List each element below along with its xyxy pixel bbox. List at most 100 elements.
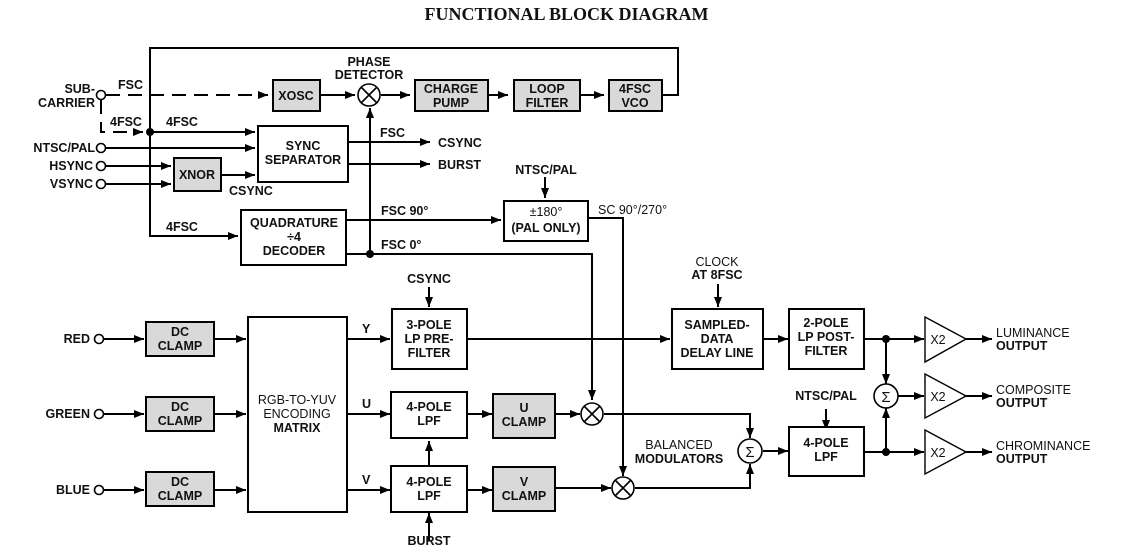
prefilter-label-2: LP PRE- [404, 332, 453, 346]
label-v: V [362, 473, 371, 487]
pin-subcarrier [95, 89, 107, 101]
label-hsync: HSYNC [49, 159, 93, 173]
label-subcarrier-2: CARRIER [38, 96, 95, 110]
matrix-label-3: MATRIX [274, 421, 322, 435]
luminance-output-label-1: LUMINANCE [996, 326, 1070, 340]
charge-pump-label-2: PUMP [433, 96, 469, 110]
amp-gain-label: X2 [930, 390, 945, 404]
input-pins: SUB- CARRIER NTSC/PAL HSYNC VSYNC RED GR… [33, 82, 107, 497]
label-clock-2: AT 8FSC [691, 268, 742, 282]
chrominance-output-label-2: OUTPUT [996, 452, 1048, 466]
quad-label-1: QUADRATURE [250, 216, 338, 230]
prefilter-label-1: 3-POLE [406, 318, 451, 332]
chroma-summer: Σ [737, 438, 763, 464]
composite-summer: Σ [873, 383, 899, 409]
wire-vmod-to-sum [635, 464, 754, 489]
delay-label-1: SAMPLED- [684, 318, 749, 332]
block-v-clamp: V CLAMP [492, 466, 556, 512]
output-labels: LUMINANCE OUTPUT COMPOSITE OUTPUT CHROMI… [996, 326, 1090, 466]
postfilter-label-3: FILTER [805, 344, 848, 358]
block-xnor: XNOR [173, 157, 222, 192]
label-vsync: VSYNC [50, 177, 93, 191]
label-ntsc-pal-lpf: NTSC/PAL [795, 389, 857, 403]
amplifier-icon [924, 315, 968, 364]
composite-output-label-1: COMPOSITE [996, 383, 1071, 397]
blocks: XOSC PHASE DETECTOR CHARGE PUMP LOOP FIL… [145, 55, 968, 513]
prefilter-label-3: FILTER [408, 346, 451, 360]
label-ntsc-pal: NTSC/PAL [33, 141, 95, 155]
dc-clamp-green-label-2: CLAMP [158, 414, 202, 428]
xosc-label: XOSC [278, 89, 313, 103]
block-charge-pump: CHARGE PUMP [414, 79, 489, 112]
u-lpf-label-2: LPF [417, 414, 441, 428]
delay-label-2: DATA [701, 332, 734, 346]
amp-chrominance: X2 [924, 428, 968, 476]
sum-icon: Σ [881, 389, 890, 406]
label-burst-out: BURST [438, 158, 481, 172]
pin-red [93, 333, 105, 345]
label-clock-1: CLOCK [695, 255, 739, 269]
block-delay-line: SAMPLED- DATA DELAY LINE [671, 308, 764, 370]
multiply-icon [360, 86, 378, 104]
sum-icon: Σ [745, 444, 754, 461]
pin-blue [93, 484, 105, 496]
pin-vsync [95, 178, 107, 190]
block-dc-clamp-red: DC CLAMP [145, 321, 215, 357]
sync-sep-label-2: SEPARATOR [265, 153, 341, 167]
dc-clamp-blue-label-1: DC [171, 475, 189, 489]
block-sync-separator: SYNC SEPARATOR [257, 125, 349, 183]
luminance-output-label-2: OUTPUT [996, 339, 1048, 353]
label-ntsc-pal-switch: NTSC/PAL [515, 163, 577, 177]
charge-pump-label-1: CHARGE [424, 82, 478, 96]
v-clamp-label-2: CLAMP [502, 489, 546, 503]
label-csync-out: CSYNC [438, 136, 482, 150]
block-u-clamp: U CLAMP [492, 393, 556, 439]
wire-umod-to-sum [604, 413, 754, 438]
pin-ntsc-pal [95, 142, 107, 154]
dc-clamp-green-label-1: DC [171, 400, 189, 414]
block-xosc: XOSC [272, 79, 321, 112]
wire-fsc0-to-umod [346, 253, 596, 400]
label-green: GREEN [46, 407, 90, 421]
pal-switch-label-2: (PAL ONLY) [511, 221, 580, 235]
v-modulator [611, 476, 635, 500]
vco-label-1: 4FSC [619, 82, 651, 96]
pin-green [93, 408, 105, 420]
sync-sep-label-1: SYNC [286, 139, 321, 153]
amp-composite: X2 [924, 372, 968, 420]
matrix-label-1: RGB-TO-YUV [258, 393, 337, 407]
phase-detector: PHASE DETECTOR [335, 55, 404, 107]
block-dc-clamp-blue: DC CLAMP [145, 471, 215, 507]
label-burst-in: BURST [407, 534, 450, 548]
dc-clamp-blue-label-2: CLAMP [158, 489, 202, 503]
label-fsc90: FSC 90° [381, 204, 428, 218]
v-lpf-label-2: LPF [417, 489, 441, 503]
label-4fsc-a: 4FSC [110, 115, 142, 129]
amp-gain-label: X2 [930, 446, 945, 460]
wire-vco-feedback [149, 47, 679, 240]
quad-label-3: DECODER [263, 244, 326, 258]
chroma-lpf-label-1: 4-POLE [803, 436, 848, 450]
label-fsc-pd: FSC [380, 126, 405, 140]
label-csync-prefilter: CSYNC [407, 272, 451, 286]
delay-label-3: DELAY LINE [681, 346, 754, 360]
multiply-icon [583, 405, 601, 423]
label-balanced-1: BALANCED [645, 438, 712, 452]
block-y-prefilter: 3-POLE LP PRE- FILTER [391, 308, 468, 370]
u-clamp-label-1: U [519, 401, 528, 415]
quad-label-2: ÷4 [287, 230, 301, 244]
pin-hsync [95, 160, 107, 172]
amplifier-icon [924, 372, 968, 420]
block-quadrature-decoder: QUADRATURE ÷4 DECODER [240, 209, 347, 266]
v-lpf-label-1: 4-POLE [406, 475, 451, 489]
pd-label-2: DETECTOR [335, 68, 404, 82]
amplifier-icon [924, 428, 968, 476]
u-clamp-label-2: CLAMP [502, 415, 546, 429]
block-vco: 4FSC VCO [608, 79, 663, 112]
block-chroma-lpf: 4-POLE LPF [788, 426, 865, 477]
chrominance-output-label-1: CHROMINANCE [996, 439, 1090, 453]
block-v-lpf: 4-POLE LPF [390, 465, 468, 513]
dc-clamp-red-label-1: DC [171, 325, 189, 339]
pd-label-1: PHASE [347, 55, 390, 69]
